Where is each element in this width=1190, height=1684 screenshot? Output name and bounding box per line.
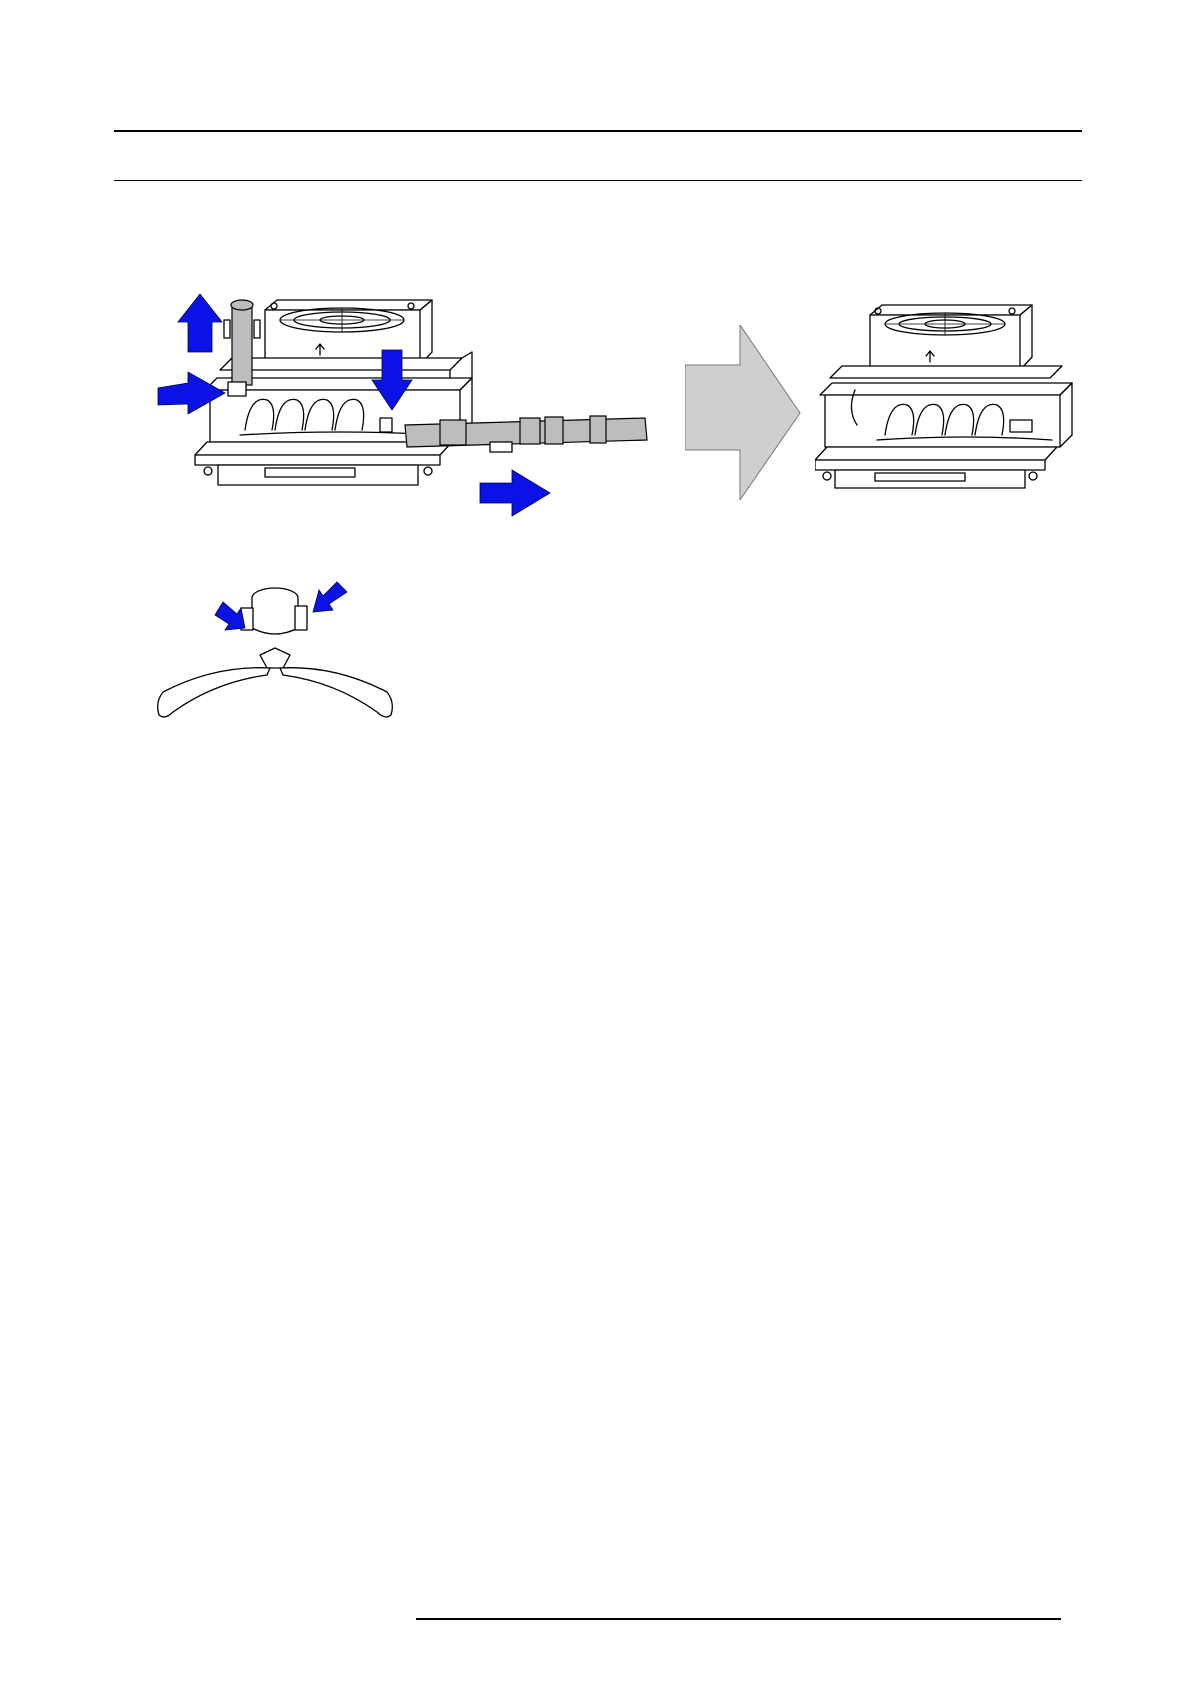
cooling-unit-hose-removal-figure bbox=[150, 290, 660, 540]
fan-icon bbox=[265, 300, 432, 365]
hose-clamp-icon bbox=[241, 588, 307, 634]
header-rule-top bbox=[114, 130, 1082, 132]
header-rule-bottom bbox=[114, 180, 1082, 181]
fan-icon bbox=[870, 305, 1032, 370]
squeeze-left-arrow-icon bbox=[215, 602, 245, 630]
pull-right-arrow-icon bbox=[480, 470, 550, 516]
pull-up-arrow-icon bbox=[178, 294, 222, 352]
upper-hose-icon bbox=[224, 300, 260, 385]
squeeze-right-arrow-icon bbox=[313, 582, 347, 612]
footer-rule bbox=[416, 1618, 1061, 1620]
clamp-detail-figure bbox=[155, 580, 415, 740]
grey-right-arrow-icon bbox=[685, 325, 800, 500]
cooling-unit-result-figure bbox=[815, 300, 1075, 510]
pliers-icon bbox=[158, 648, 393, 717]
clamp-icon bbox=[228, 382, 246, 396]
transition-arrow bbox=[685, 325, 805, 500]
